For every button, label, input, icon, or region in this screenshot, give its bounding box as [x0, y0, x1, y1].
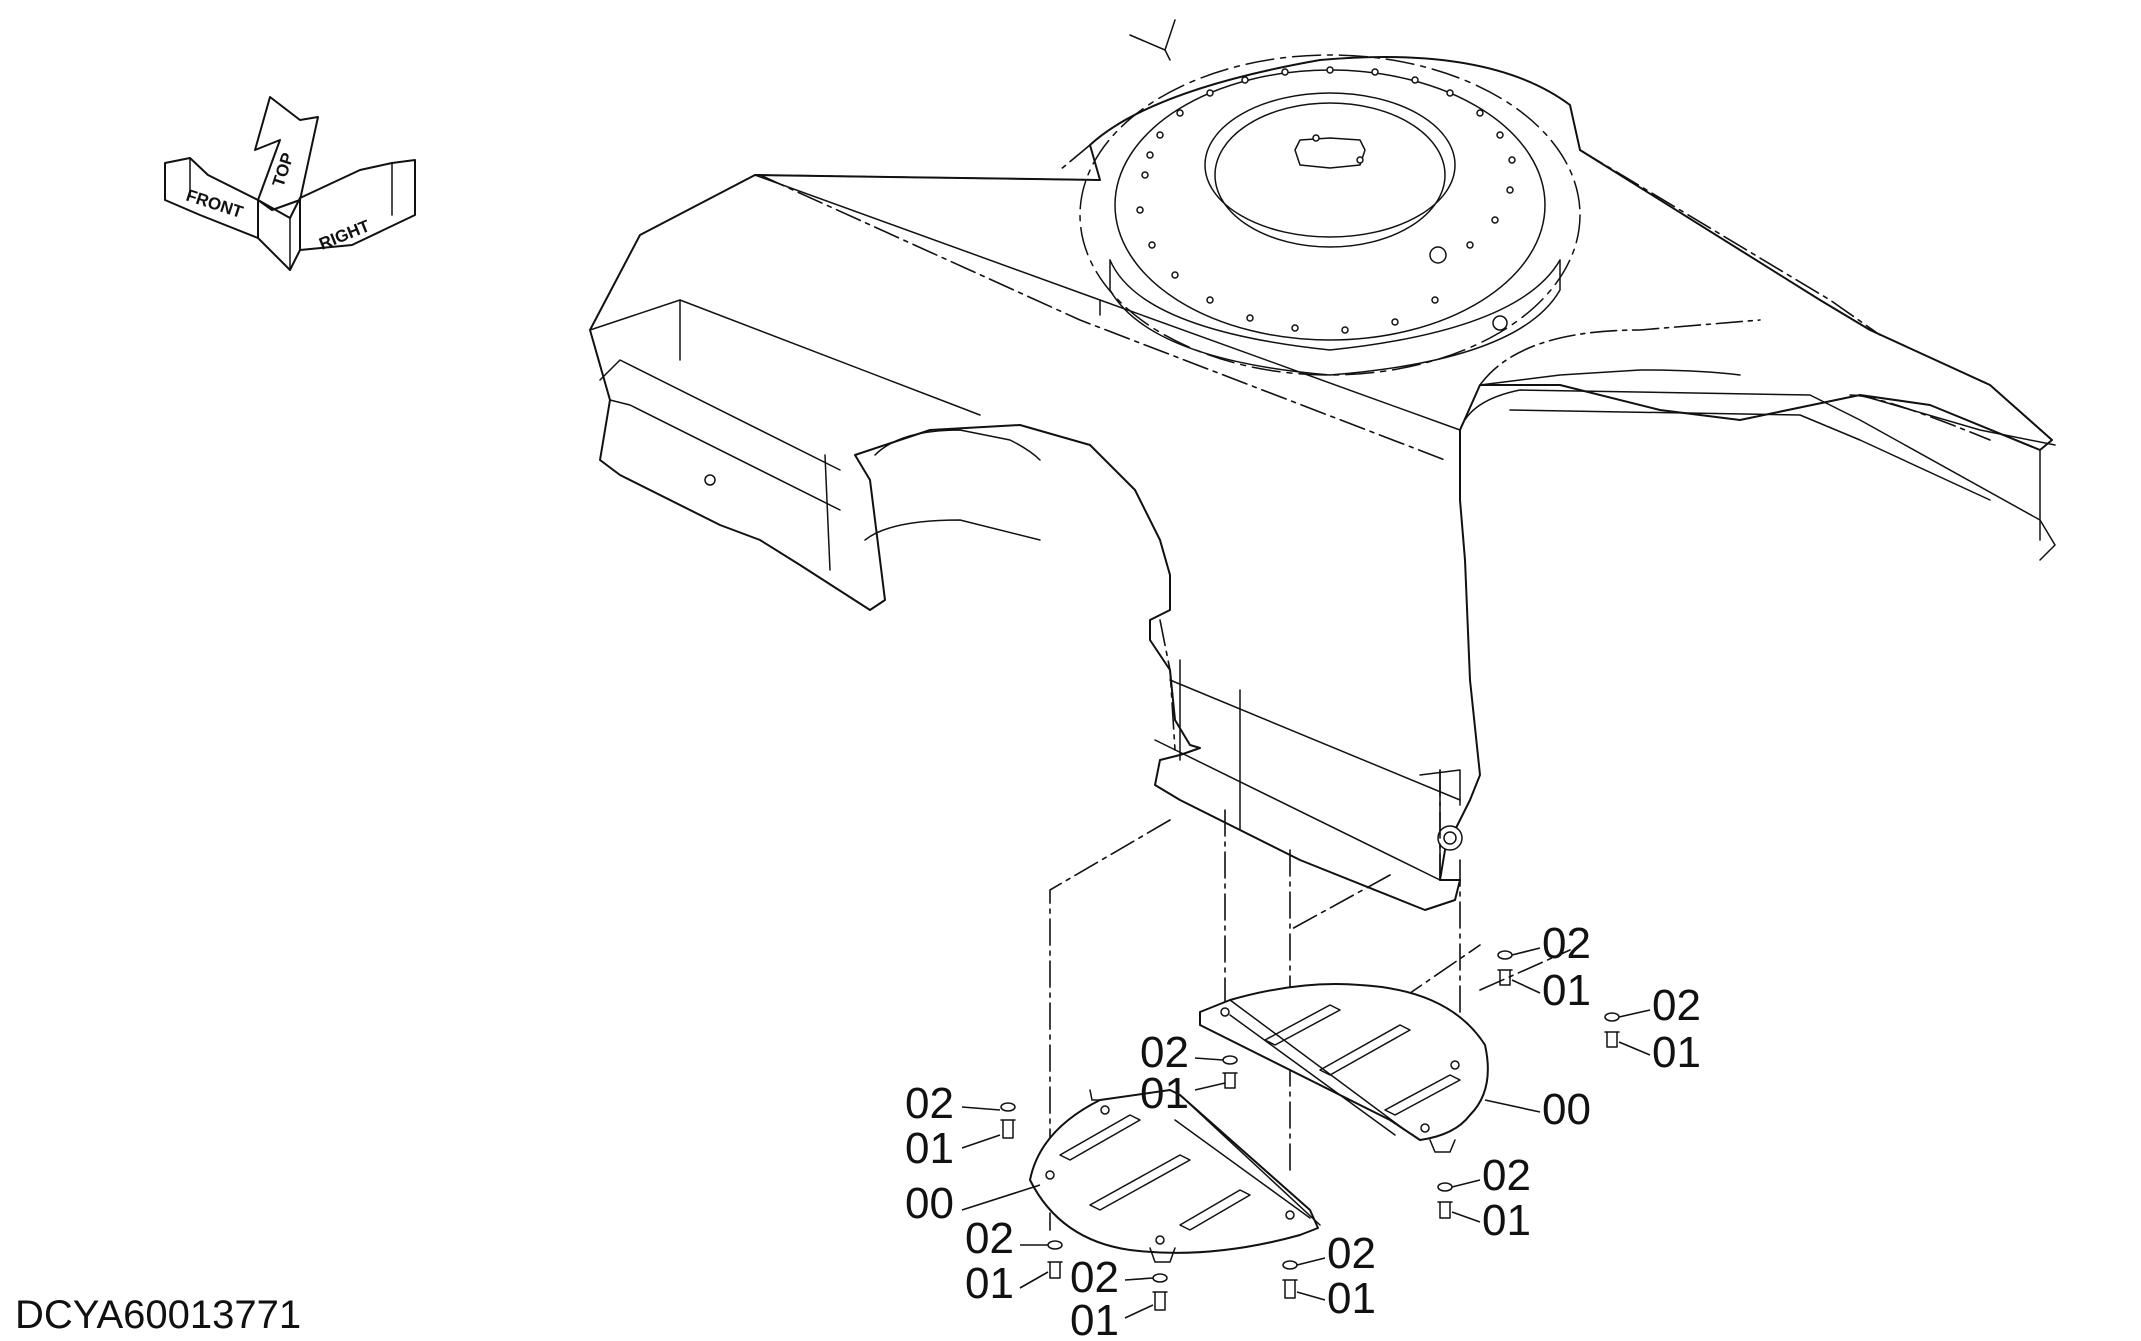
callout-label: 02	[1070, 1253, 1119, 1302]
callout-label: 01	[1482, 1196, 1531, 1245]
callout-label: 01	[1327, 1274, 1376, 1323]
washer-bolt-pair	[1604, 1012, 1620, 1048]
upper-frame	[589, 56, 2056, 911]
callout-label: 01	[905, 1124, 954, 1173]
callout-labels: 02 01 02 01 02 01 00 02 01 00 02 01 02 0…	[905, 919, 1701, 1341]
washer-bolt-pair	[1222, 1055, 1238, 1089]
drawing-code: DCYA60013771	[15, 1293, 301, 1337]
orientation-indicator: FRONT TOP RIGHT	[164, 96, 416, 271]
washer-bolt-pair	[1282, 1260, 1298, 1299]
callout-label: 02	[1652, 981, 1701, 1030]
callout-label: 01	[1140, 1069, 1189, 1118]
orientation-right-label: RIGHT	[316, 216, 373, 254]
washer-bolt-pair	[1152, 1273, 1168, 1311]
frame-phantom-lines	[754, 144, 1991, 881]
callout-label: 02	[905, 1079, 954, 1128]
callout-label: 00	[1542, 1085, 1591, 1134]
swing-bearing	[1079, 19, 1581, 376]
orientation-front-label: FRONT	[184, 186, 246, 222]
callout-label: 02	[965, 1214, 1014, 1263]
callout-label: 02	[1482, 1151, 1531, 1200]
washer-bolt-pair	[1497, 950, 1513, 986]
callout-label: 01	[965, 1259, 1014, 1308]
washer-bolt-pair	[1437, 1182, 1453, 1219]
washer-bolt-pair	[1047, 1240, 1063, 1279]
callout-label: 00	[905, 1179, 954, 1228]
leader-lines	[961, 947, 1651, 1319]
washer-bolt-pair	[1000, 1102, 1016, 1139]
callout-label: 02	[1140, 1028, 1189, 1077]
callout-label: 02	[1542, 919, 1591, 968]
callout-label: 01	[1542, 966, 1591, 1015]
callout-label: 01	[1070, 1296, 1119, 1341]
cover-plate-right	[1199, 983, 1489, 1153]
callout-label: 02	[1327, 1229, 1376, 1278]
bearing-bolt-holes	[1136, 66, 1516, 334]
cover-plate-left	[1029, 1089, 1321, 1263]
callout-label: 01	[1652, 1028, 1701, 1077]
